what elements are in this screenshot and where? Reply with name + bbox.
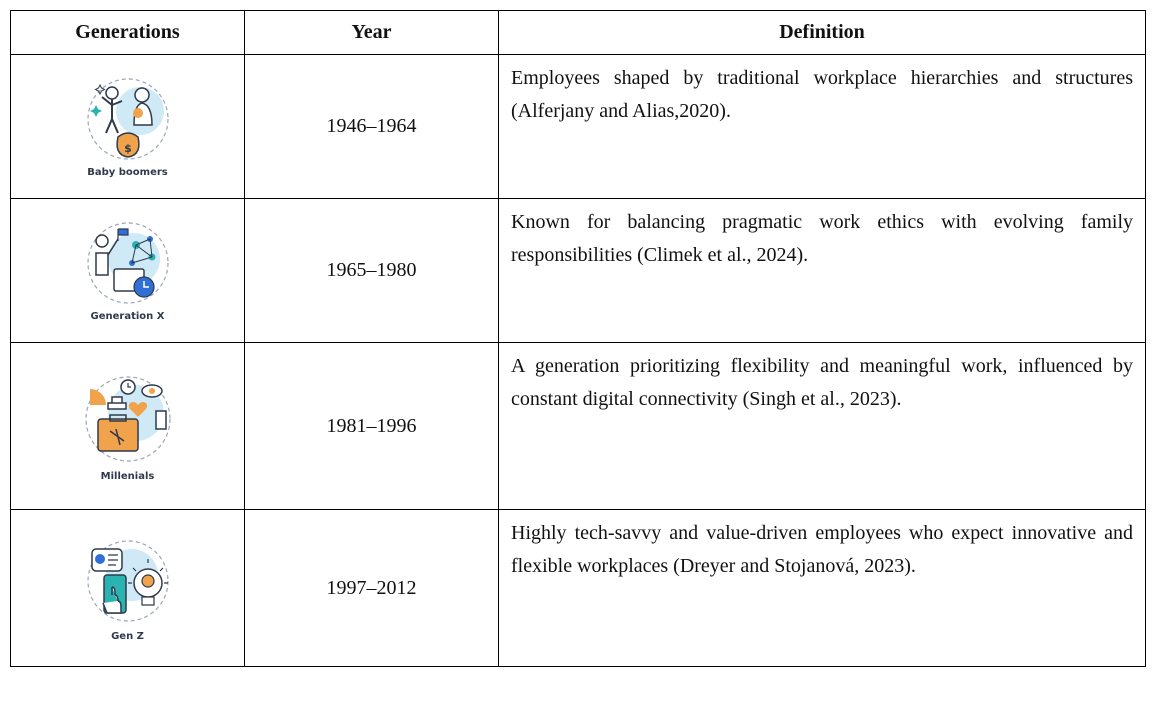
header-row: Generations Year Definition: [10, 10, 1146, 55]
year-cell: 1981–1996: [244, 342, 499, 510]
generation-caption: Generation X: [90, 311, 165, 322]
generation-cell: Millenials: [10, 342, 245, 510]
table-row: Gen Z 1997–2012 Highly tech-savvy and va…: [10, 509, 1146, 667]
generation-x-icon: [86, 222, 169, 304]
generations-table: Generations Year Definition: [10, 10, 1146, 667]
generation-cell: Gen Z: [10, 509, 245, 667]
table-row: Generation X 1965–1980 Known for balanci…: [10, 198, 1146, 343]
generation-caption: Millenials: [100, 470, 155, 482]
generation-cell: Generation X: [10, 198, 245, 343]
generation-cell: $ Baby boomers: [10, 54, 245, 199]
table-row: Millenials 1981–1996 A generation priori…: [10, 342, 1146, 510]
header-year: Year: [244, 10, 499, 55]
year-cell: 1965–1980: [244, 198, 499, 343]
year-cell: 1997–2012: [244, 509, 499, 667]
definition-cell: Known for balancing pragmatic work ethic…: [498, 198, 1146, 343]
millenials-icon: [84, 375, 171, 462]
table-row: $ Baby boomers 1946–1964 Employees shape…: [10, 54, 1146, 199]
definition-cell: A generation prioritizing flexibility an…: [498, 342, 1146, 510]
definition-cell: Employees shaped by traditional workplac…: [498, 54, 1146, 199]
generation-caption: Gen Z: [111, 630, 144, 642]
gen-z-icon: [86, 539, 169, 622]
header-definition: Definition: [498, 10, 1146, 55]
baby-boomers-icon: $: [86, 78, 169, 160]
generation-caption: Baby boomers: [87, 167, 168, 178]
year-cell: 1946–1964: [244, 54, 499, 199]
header-generations: Generations: [10, 10, 245, 55]
svg-text:$: $: [124, 142, 132, 155]
definition-cell: Highly tech-savvy and value-driven emplo…: [498, 509, 1146, 667]
